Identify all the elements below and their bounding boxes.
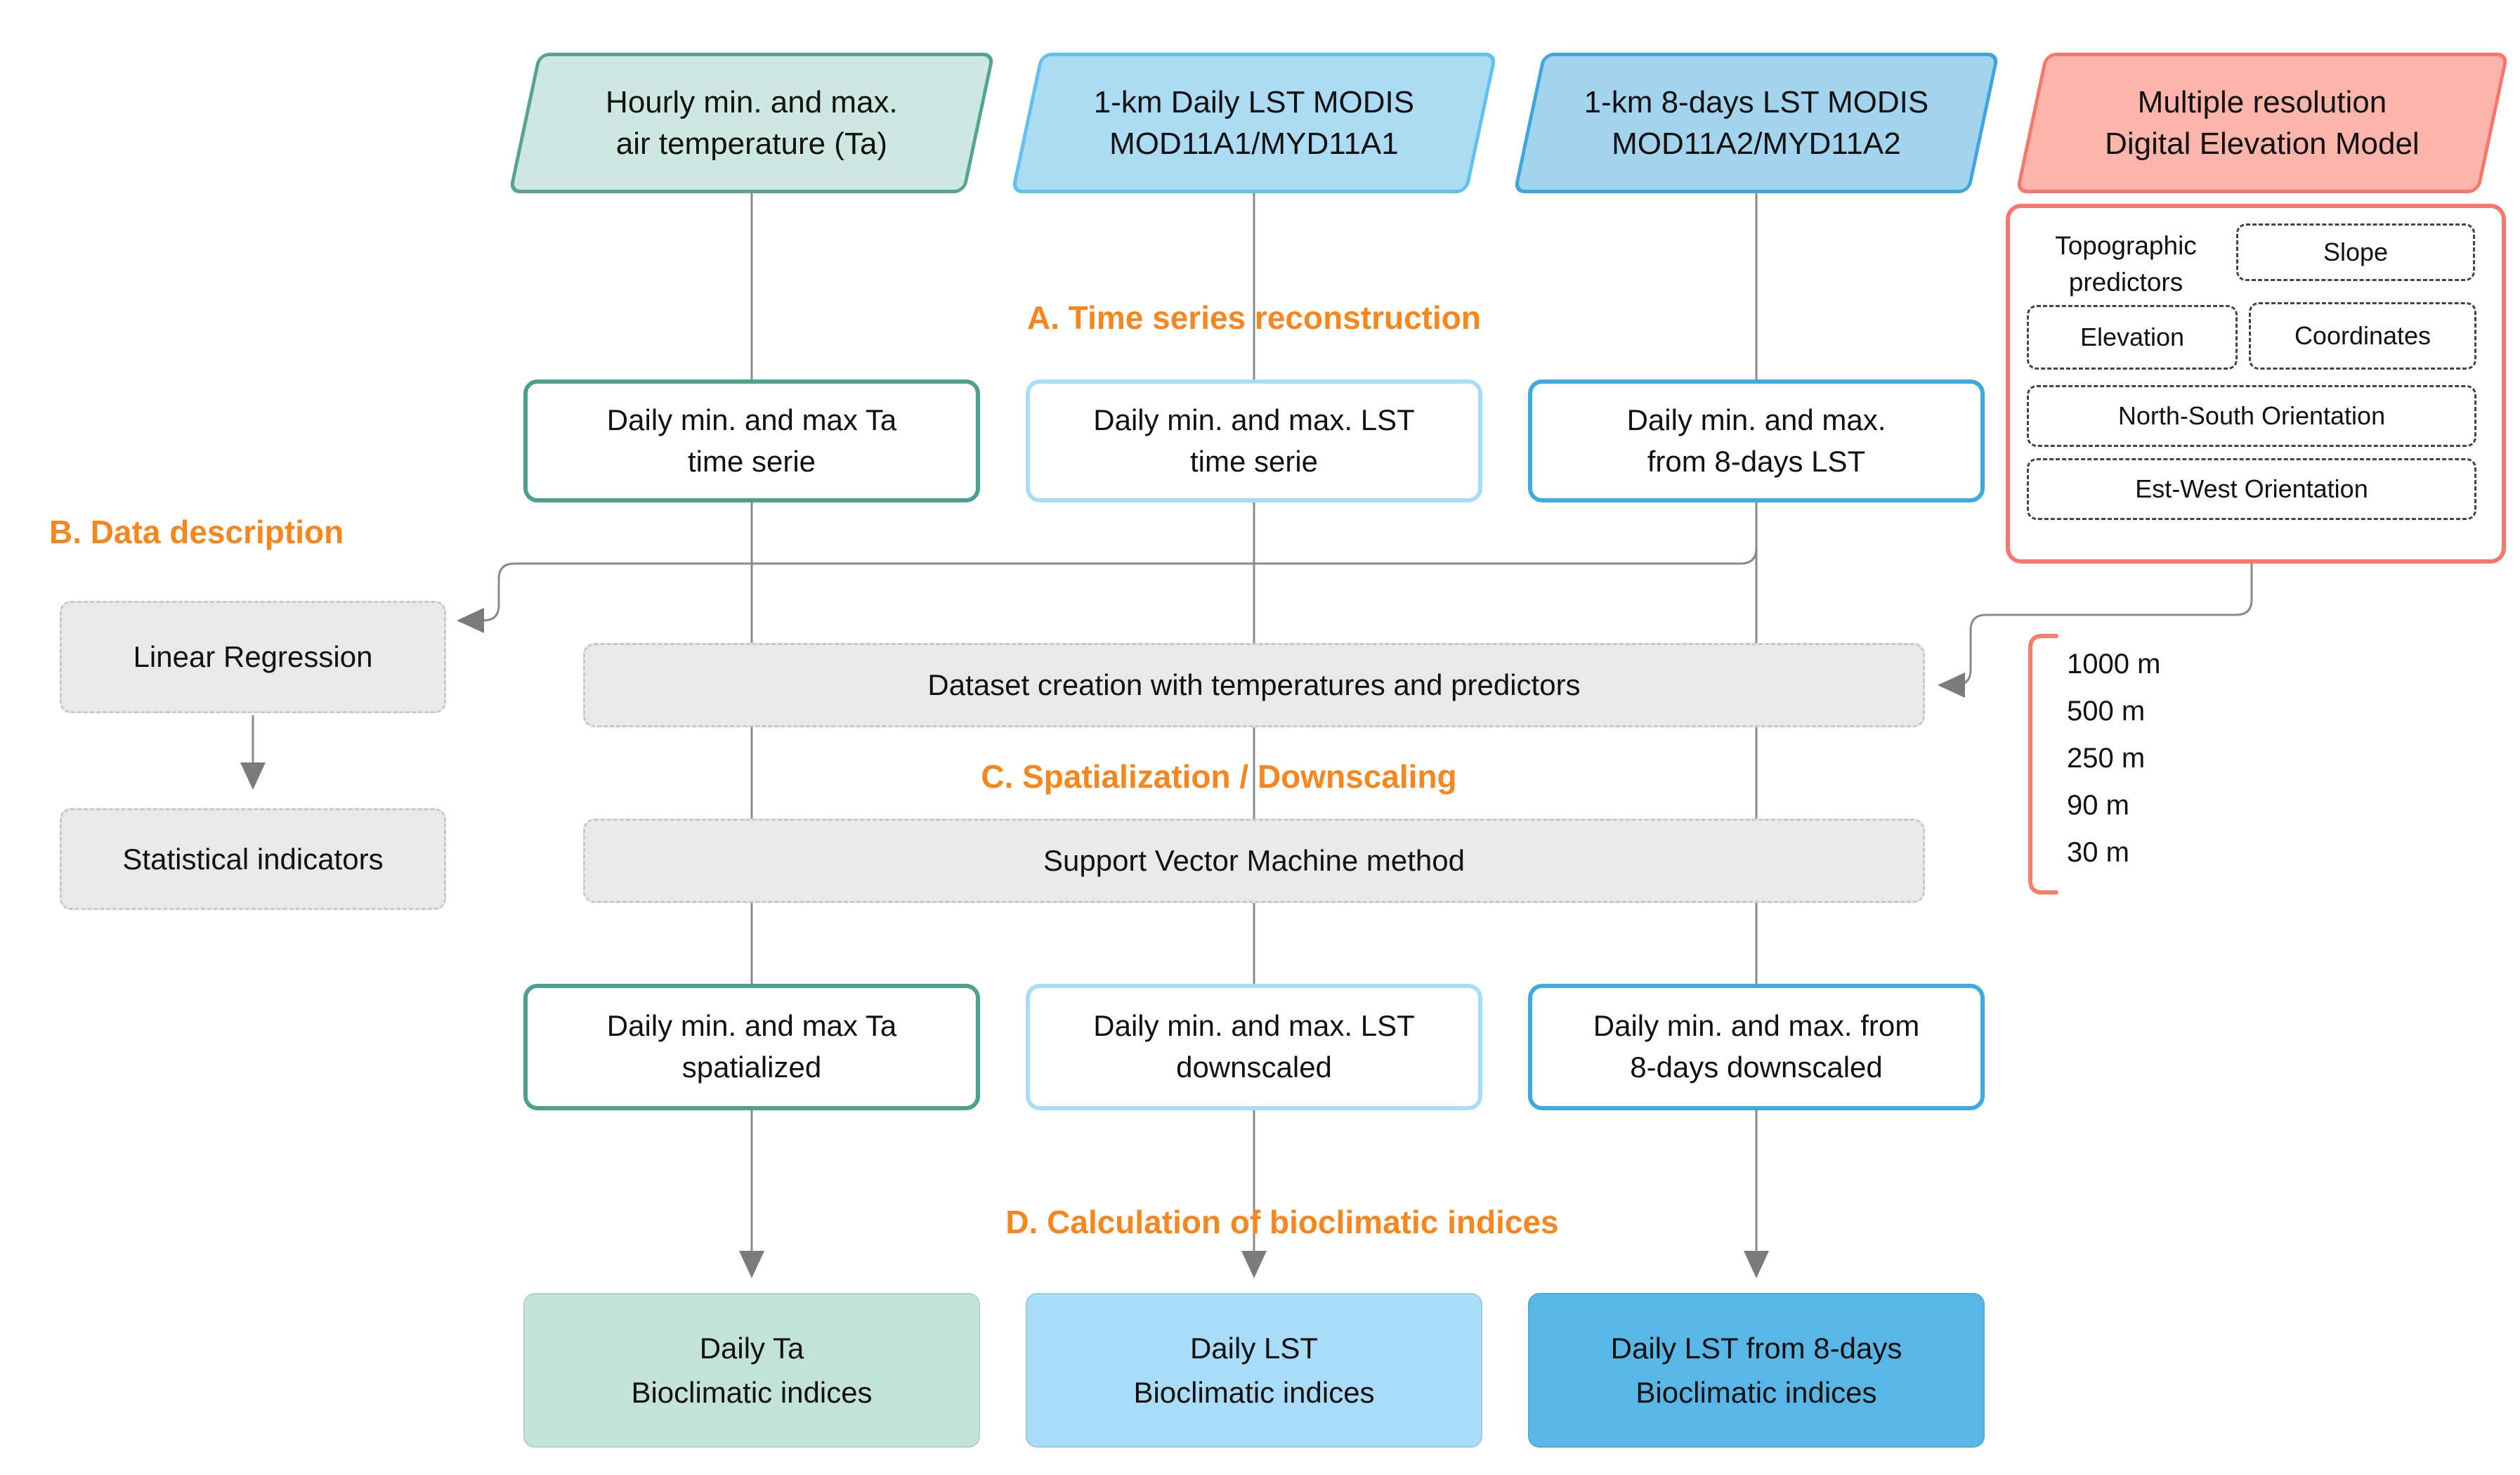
heading-spatialization-downscaling: C. Spatialization / Downscaling [981, 758, 1457, 795]
predictor-north-south: North-South Orientation [2027, 385, 2476, 447]
input-air-temperature: Hourly min. and max. air temperature (Ta… [508, 53, 995, 193]
predictor-elevation: Elevation [2027, 305, 2238, 370]
topographic-predictors-panel: Topographic predictors Slope Elevation C… [2006, 204, 2506, 564]
predictor-coordinates: Coordinates [2249, 302, 2476, 370]
box-8days-bioclimatic: Daily LST from 8-days Bioclimatic indice… [1528, 1293, 1985, 1448]
box-svm-method: Support Vector Machine method [583, 819, 1925, 903]
box-lst-downscaled: Daily min. and max. LST downscaled [1026, 984, 1482, 1110]
resolution-item: 250 m [2067, 743, 2146, 774]
box-ta-spatialized: Daily min. and max Ta spatialized [523, 984, 980, 1110]
input-8days-lst-modis-label: 1-km 8-days LST MODIS MOD11A2/MYD11A2 [1584, 84, 1929, 161]
resolution-item: 500 m [2067, 696, 2146, 727]
box-ta-time-serie: Daily min. and max Ta time serie [523, 379, 980, 502]
input-8days-lst-modis: 1-km 8-days LST MODIS MOD11A2/MYD11A2 [1513, 53, 2000, 193]
flow-line-to-linear-regression [457, 547, 1758, 633]
box-lst-time-serie: Daily min. and max. LST time serie [1026, 379, 1482, 502]
box-dataset-creation: Dataset creation with temperatures and p… [583, 643, 1925, 727]
box-8days-downscaled: Daily min. and max. from 8-days downscal… [1528, 984, 1985, 1110]
input-daily-lst-modis-label: 1-km Daily LST MODIS MOD11A1/MYD11A1 [1093, 84, 1415, 161]
resolution-list: 1000 m 500 m 250 m 90 m 30 m [2067, 641, 2160, 876]
topographic-predictors-title: Topographic predictors [2055, 231, 2197, 297]
box-lst-bioclimatic: Daily LST Bioclimatic indices [1026, 1293, 1482, 1448]
box-8days-lst: Daily min. and max. from 8-days LST [1528, 379, 1985, 502]
predictor-slope: Slope [2236, 223, 2475, 281]
heading-time-series-reconstruction: A. Time series reconstruction [1027, 299, 1481, 336]
resolution-item: 1000 m [2067, 649, 2161, 680]
heading-data-description: B. Data description [49, 514, 344, 550]
flow-line-dem-to-dataset [1938, 555, 2253, 698]
heading-bioclimatic-indices: D. Calculation of bioclimatic indices [1005, 1204, 1559, 1240]
box-statistical-indicators: Statistical indicators [60, 808, 446, 910]
resolution-item: 90 m [2067, 790, 2129, 821]
predictor-est-west: Est-West Orientation [2027, 458, 2476, 520]
input-daily-lst-modis: 1-km Daily LST MODIS MOD11A1/MYD11A1 [1010, 53, 1498, 193]
resolution-bracket [2028, 634, 2058, 895]
input-dem: Multiple resolution Digital Elevation Mo… [2015, 53, 2509, 193]
input-dem-label: Multiple resolution Digital Elevation Mo… [2105, 84, 2420, 161]
box-ta-bioclimatic: Daily Ta Bioclimatic indices [523, 1293, 980, 1448]
box-linear-regression: Linear Regression [60, 601, 446, 713]
resolution-item: 30 m [2067, 837, 2129, 868]
input-air-temperature-label: Hourly min. and max. air temperature (Ta… [606, 84, 898, 161]
